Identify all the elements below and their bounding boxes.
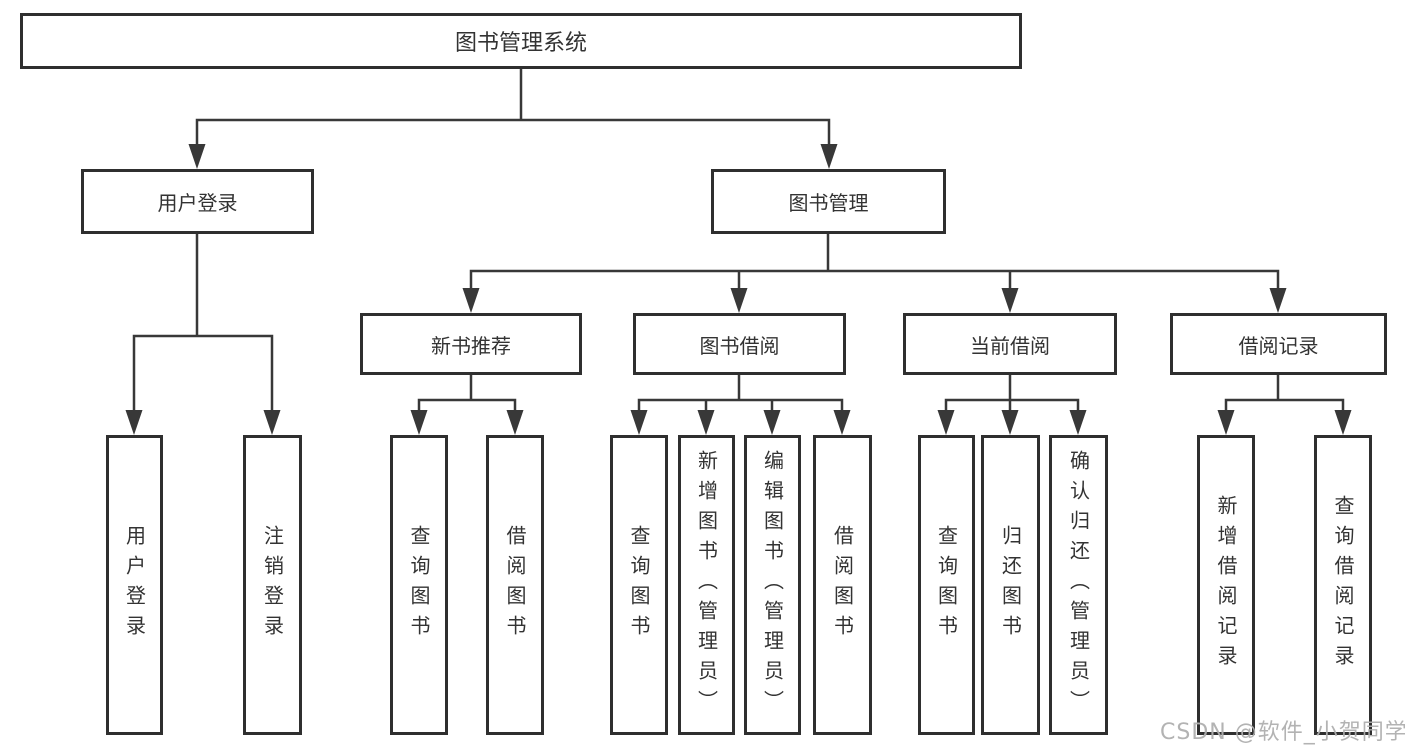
leaf-confirm-return-admin: 确认归还（管理员） [1049, 435, 1108, 735]
connector-borrowing-to-leaves [637, 375, 844, 412]
node-user-login: 用户登录 [81, 169, 314, 234]
leaf-borrow-books: 借阅图书 [813, 435, 872, 735]
node-book-management: 图书管理 [711, 169, 946, 234]
node-root: 图书管理系统 [20, 13, 1022, 69]
leaf-query-books-recommend: 查询图书 [390, 435, 448, 735]
leaf-logout-label: 注销登录 [260, 525, 285, 645]
node-current-borrowing-label: 当前借阅 [970, 333, 1050, 358]
leaf-edit-books-admin-label: 编辑图书（管理员） [760, 450, 785, 720]
node-borrowing-records-label: 借阅记录 [1238, 333, 1319, 358]
arrowheads [125, 144, 1352, 435]
leaf-user-login-label: 用户登录 [122, 525, 147, 645]
leaf-add-borrow-record: 新增借阅记录 [1197, 435, 1255, 735]
node-current-borrowing: 当前借阅 [903, 313, 1117, 375]
connector-bookmgmt-to-level3 [469, 233, 1280, 291]
connector-records-to-leaves [1224, 375, 1345, 412]
node-new-book-recommend: 新书推荐 [360, 313, 582, 375]
leaf-add-borrow-record-label: 新增借阅记录 [1214, 495, 1238, 675]
leaf-add-books-admin-label: 新增图书（管理员） [694, 450, 719, 720]
leaf-query-books-current: 查询图书 [918, 435, 975, 735]
connector-segments [132, 68, 1345, 412]
leaf-query-borrow-record-label: 查询借阅记录 [1331, 495, 1355, 675]
leaf-edit-books-admin: 编辑图书（管理员） [744, 435, 801, 735]
connector-newbook-to-leaves [417, 375, 517, 412]
connector-root-to-level2 [195, 68, 831, 146]
csdn-watermark: CSDN @软件_小贺同学 [1160, 720, 1405, 745]
leaf-query-borrow-record: 查询借阅记录 [1314, 435, 1372, 735]
leaf-borrow-books-recommend-label: 借阅图书 [503, 525, 527, 645]
leaf-user-login: 用户登录 [106, 435, 163, 735]
arrowheads-path [125, 144, 1352, 435]
leaf-query-books-recommend-label: 查询图书 [407, 525, 431, 645]
leaf-borrow-books-label: 借阅图书 [830, 525, 855, 645]
leaf-logout: 注销登录 [243, 435, 302, 735]
node-book-borrowing: 图书借阅 [633, 313, 846, 375]
connector-current-to-leaves [944, 375, 1080, 412]
leaf-return-books: 归还图书 [981, 435, 1040, 735]
leaf-query-books-borrowing: 查询图书 [610, 435, 668, 735]
leaf-confirm-return-admin-label: 确认归还（管理员） [1066, 450, 1091, 720]
node-user-login-label: 用户登录 [157, 191, 238, 215]
leaf-query-books-current-label: 查询图书 [934, 525, 959, 645]
node-book-management-label: 图书管理 [788, 191, 869, 215]
leaf-add-books-admin: 新增图书（管理员） [678, 435, 735, 735]
node-root-label: 图书管理系统 [454, 31, 587, 56]
node-book-borrowing-label: 图书借阅 [699, 333, 780, 358]
connector-userlogin-to-leaves [132, 233, 274, 412]
leaf-borrow-books-recommend: 借阅图书 [486, 435, 544, 735]
leaf-return-books-label: 归还图书 [998, 525, 1023, 645]
leaf-query-books-borrowing-label: 查询图书 [627, 525, 651, 645]
node-borrowing-records: 借阅记录 [1170, 313, 1387, 375]
node-new-book-recommend-label: 新书推荐 [431, 333, 511, 358]
